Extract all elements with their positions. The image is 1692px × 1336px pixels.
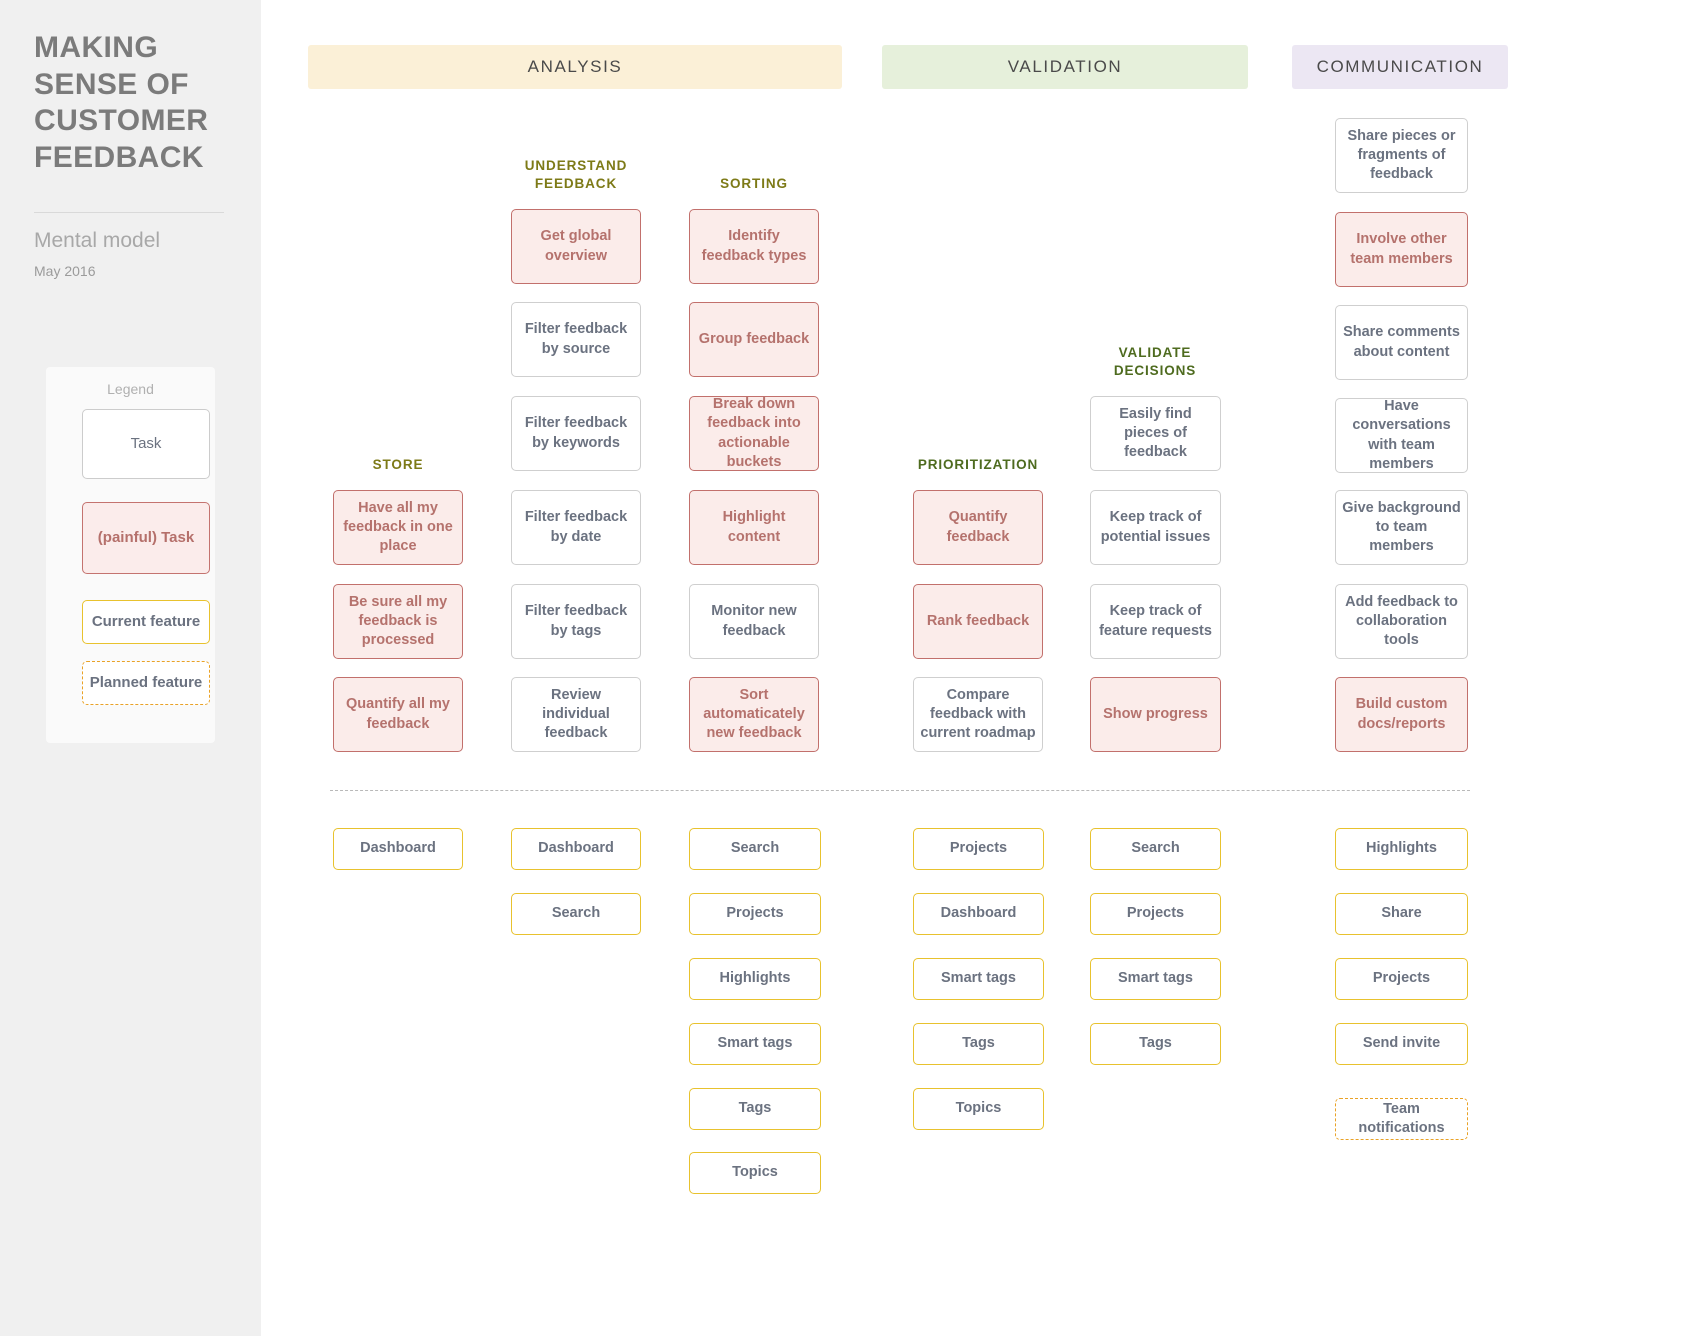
legend-item-painful-task: (painful) Task: [82, 502, 210, 574]
card-task[interactable]: Share pieces or fragments of feedback: [1335, 118, 1468, 193]
legend-item-task: Task: [82, 409, 210, 479]
card-feature[interactable]: Projects: [689, 893, 821, 935]
legend: Legend Task (painful) Task Current featu…: [46, 367, 215, 743]
card-task[interactable]: Quantify all my feedback: [333, 677, 463, 752]
card-task[interactable]: Have all my feedback in one place: [333, 490, 463, 565]
card-task[interactable]: Keep track of feature requests: [1090, 584, 1221, 659]
card-task[interactable]: Have conversations with team members: [1335, 398, 1468, 473]
group-label-sorting: SORTING: [720, 176, 788, 191]
group-label-validate-decisions: VALIDATE DECISIONS: [1113, 345, 1197, 378]
card-feature[interactable]: Tags: [1090, 1023, 1221, 1065]
legend-item-planned-feature: Planned feature: [82, 661, 210, 705]
card-feature[interactable]: Search: [689, 828, 821, 870]
card-feature[interactable]: Tags: [689, 1088, 821, 1130]
group-label-prioritization: PRIORITIZATION: [917, 457, 1039, 472]
card-feature[interactable]: Smart tags: [1090, 958, 1221, 1000]
card-task[interactable]: Rank feedback: [913, 584, 1043, 659]
header-validation: VALIDATION: [882, 45, 1248, 89]
page-title: MAKING SENSE OF CUSTOMER FEEDBACK: [34, 31, 209, 174]
card-task[interactable]: Share comments about content: [1335, 305, 1468, 380]
group-label-understand-feedback: UNDERSTAND FEEDBACK: [524, 158, 628, 191]
card-task[interactable]: Group feedback: [689, 302, 819, 377]
card-feature[interactable]: Dashboard: [333, 828, 463, 870]
legend-title: Legend: [107, 381, 154, 397]
title-divider: [34, 212, 224, 213]
page-date: May 2016: [34, 263, 96, 279]
card-planned-feature[interactable]: Team notifications: [1335, 1098, 1468, 1140]
card-feature[interactable]: Dashboard: [913, 893, 1044, 935]
group-label-store: STORE: [372, 457, 424, 472]
card-task[interactable]: Break down feedback into actionable buck…: [689, 396, 819, 471]
card-task[interactable]: Show progress: [1090, 677, 1221, 752]
card-task[interactable]: Give background to team members: [1335, 490, 1468, 565]
card-task[interactable]: Filter feedback by tags: [511, 584, 641, 659]
card-feature[interactable]: Projects: [913, 828, 1044, 870]
card-task[interactable]: Be sure all my feedback is processed: [333, 584, 463, 659]
card-feature[interactable]: Dashboard: [511, 828, 641, 870]
card-task[interactable]: Review individual feedback: [511, 677, 641, 752]
card-task[interactable]: Add feedback to collaboration tools: [1335, 584, 1468, 659]
card-feature[interactable]: Share: [1335, 893, 1468, 935]
card-task[interactable]: Build custom docs/reports: [1335, 677, 1468, 752]
header-analysis: ANALYSIS: [308, 45, 842, 89]
header-communication: COMMUNICATION: [1292, 45, 1508, 89]
card-task[interactable]: Sort automaticately new feedback: [689, 677, 819, 752]
card-feature[interactable]: Tags: [913, 1023, 1044, 1065]
card-task[interactable]: Easily find pieces of feedback: [1090, 396, 1221, 471]
card-task[interactable]: Quantify feedback: [913, 490, 1043, 565]
card-task[interactable]: Compare feedback with current roadmap: [913, 677, 1043, 752]
card-task[interactable]: Filter feedback by date: [511, 490, 641, 565]
card-task[interactable]: Get global overview: [511, 209, 641, 284]
card-feature[interactable]: Projects: [1090, 893, 1221, 935]
card-feature[interactable]: Smart tags: [689, 1023, 821, 1065]
card-task[interactable]: Highlight content: [689, 490, 819, 565]
card-feature[interactable]: Topics: [689, 1152, 821, 1194]
card-feature[interactable]: Highlights: [689, 958, 821, 1000]
card-feature[interactable]: Highlights: [1335, 828, 1468, 870]
card-feature[interactable]: Search: [511, 893, 641, 935]
card-task[interactable]: Identify feedback types: [689, 209, 819, 284]
card-task[interactable]: Keep track of potential issues: [1090, 490, 1221, 565]
card-feature[interactable]: Search: [1090, 828, 1221, 870]
card-feature[interactable]: Topics: [913, 1088, 1044, 1130]
card-feature[interactable]: Send invite: [1335, 1023, 1468, 1065]
tasks-features-divider: [330, 790, 1470, 791]
card-feature[interactable]: Projects: [1335, 958, 1468, 1000]
card-feature[interactable]: Smart tags: [913, 958, 1044, 1000]
page-subtitle: Mental model: [34, 229, 161, 252]
card-task[interactable]: Involve other team members: [1335, 212, 1468, 287]
card-task[interactable]: Filter feedback by keywords: [511, 396, 641, 471]
sidebar: MAKING SENSE OF CUSTOMER FEEDBACK Mental…: [0, 0, 261, 1336]
card-task[interactable]: Monitor new feedback: [689, 584, 819, 659]
legend-item-current-feature: Current feature: [82, 600, 210, 644]
card-task[interactable]: Filter feedback by source: [511, 302, 641, 377]
